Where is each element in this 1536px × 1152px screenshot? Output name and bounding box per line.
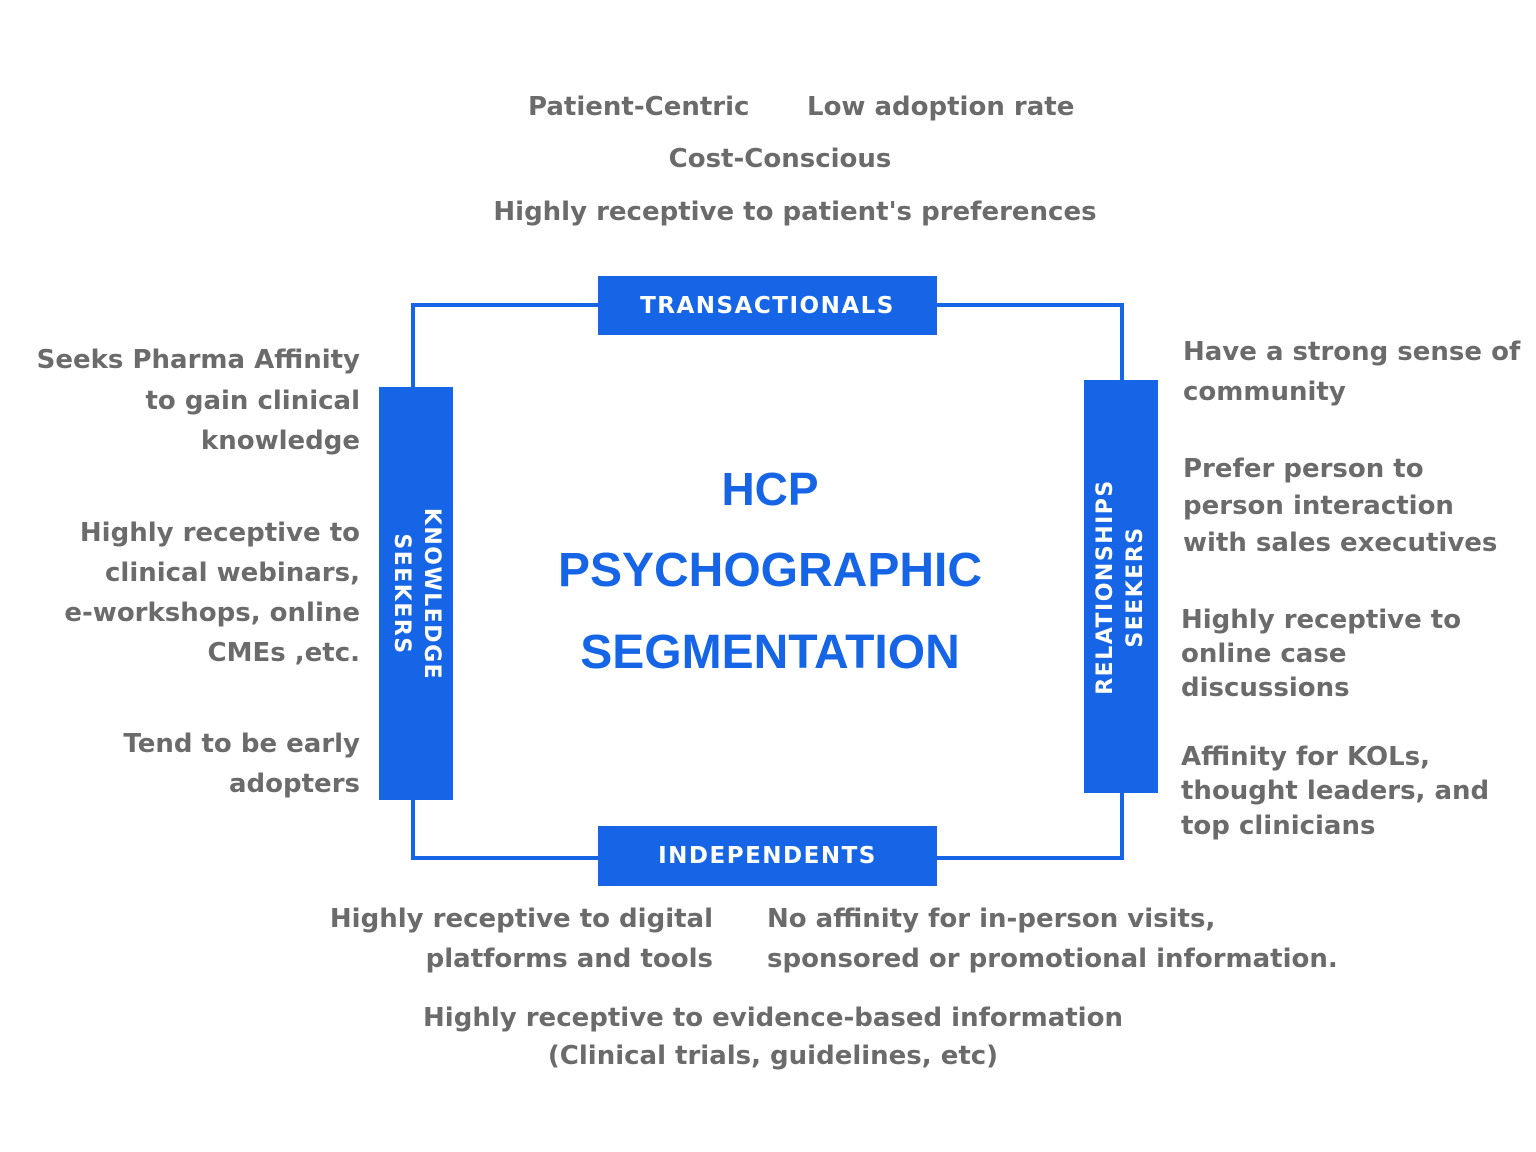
segment-transactionals: TRANSACTIONALS bbox=[598, 276, 937, 335]
left-note-line: clinical webinars, bbox=[105, 558, 360, 588]
right-note-line: thought leaders, and bbox=[1181, 776, 1490, 806]
top-note-low-adoption: Low adoption rate bbox=[807, 92, 1075, 122]
center-title-line2: PSYCHOGRAPHIC bbox=[557, 544, 983, 597]
bottom-note-line: Highly receptive to evidence-based infor… bbox=[423, 1003, 1123, 1033]
center-title-line1: HCP bbox=[721, 463, 819, 515]
bottom-note-line: sponsored or promotional information. bbox=[767, 944, 1338, 974]
segment-independents: INDEPENDENTS bbox=[598, 826, 937, 886]
segment-relationships-seekers: RELATIONSHIPS SEEKERS bbox=[1084, 380, 1158, 793]
left-note-line: Tend to be early bbox=[123, 729, 360, 759]
segment-knowledge-seekers-label: KNOWLEDGE SEEKERS bbox=[389, 507, 445, 680]
segment-independents-label: INDEPENDENTS bbox=[658, 843, 877, 869]
bottom-note-line: Highly receptive to digital bbox=[329, 904, 713, 934]
top-note-patient-preferences: Highly receptive to patient's preference… bbox=[493, 197, 1097, 227]
left-note-line: to gain clinical bbox=[145, 386, 361, 416]
right-note-line: person interaction bbox=[1183, 491, 1454, 521]
bottom-note-line: platforms and tools bbox=[425, 944, 713, 974]
left-note-line: knowledge bbox=[200, 426, 360, 456]
right-note-line: community bbox=[1183, 377, 1346, 407]
right-note-line: Prefer person to bbox=[1183, 454, 1424, 484]
right-note-line: Have a strong sense of bbox=[1183, 337, 1521, 367]
center-title-line3: SEGMENTATION bbox=[580, 626, 960, 679]
right-note-line: online case bbox=[1181, 639, 1347, 669]
right-note-line: Highly receptive to bbox=[1181, 605, 1462, 635]
bottom-note-line: No affinity for in-person visits, bbox=[767, 904, 1216, 934]
bottom-note-line: (Clinical trials, guidelines, etc) bbox=[547, 1041, 999, 1071]
right-note-line: top clinicians bbox=[1181, 811, 1376, 841]
left-note-line: e-workshops, online bbox=[64, 598, 360, 628]
segment-relationships-seekers-label: RELATIONSHIPS SEEKERS bbox=[1093, 478, 1148, 695]
left-note-line: Highly receptive to bbox=[79, 518, 360, 548]
top-note-patient-centric: Patient-Centric bbox=[528, 92, 750, 122]
segment-transactionals-label: TRANSACTIONALS bbox=[640, 292, 895, 319]
left-note-line: adopters bbox=[229, 769, 360, 799]
left-note-line: Seeks Pharma Affinity bbox=[36, 345, 360, 375]
right-note-line: Affinity for KOLs, bbox=[1181, 742, 1431, 772]
right-note-line: with sales executives bbox=[1183, 528, 1498, 558]
top-note-cost-conscious: Cost-Conscious bbox=[668, 144, 892, 174]
left-note-line: CMEs ,etc. bbox=[207, 638, 360, 668]
right-note-line: discussions bbox=[1181, 673, 1350, 703]
segment-knowledge-seekers: KNOWLEDGE SEEKERS bbox=[379, 387, 453, 800]
